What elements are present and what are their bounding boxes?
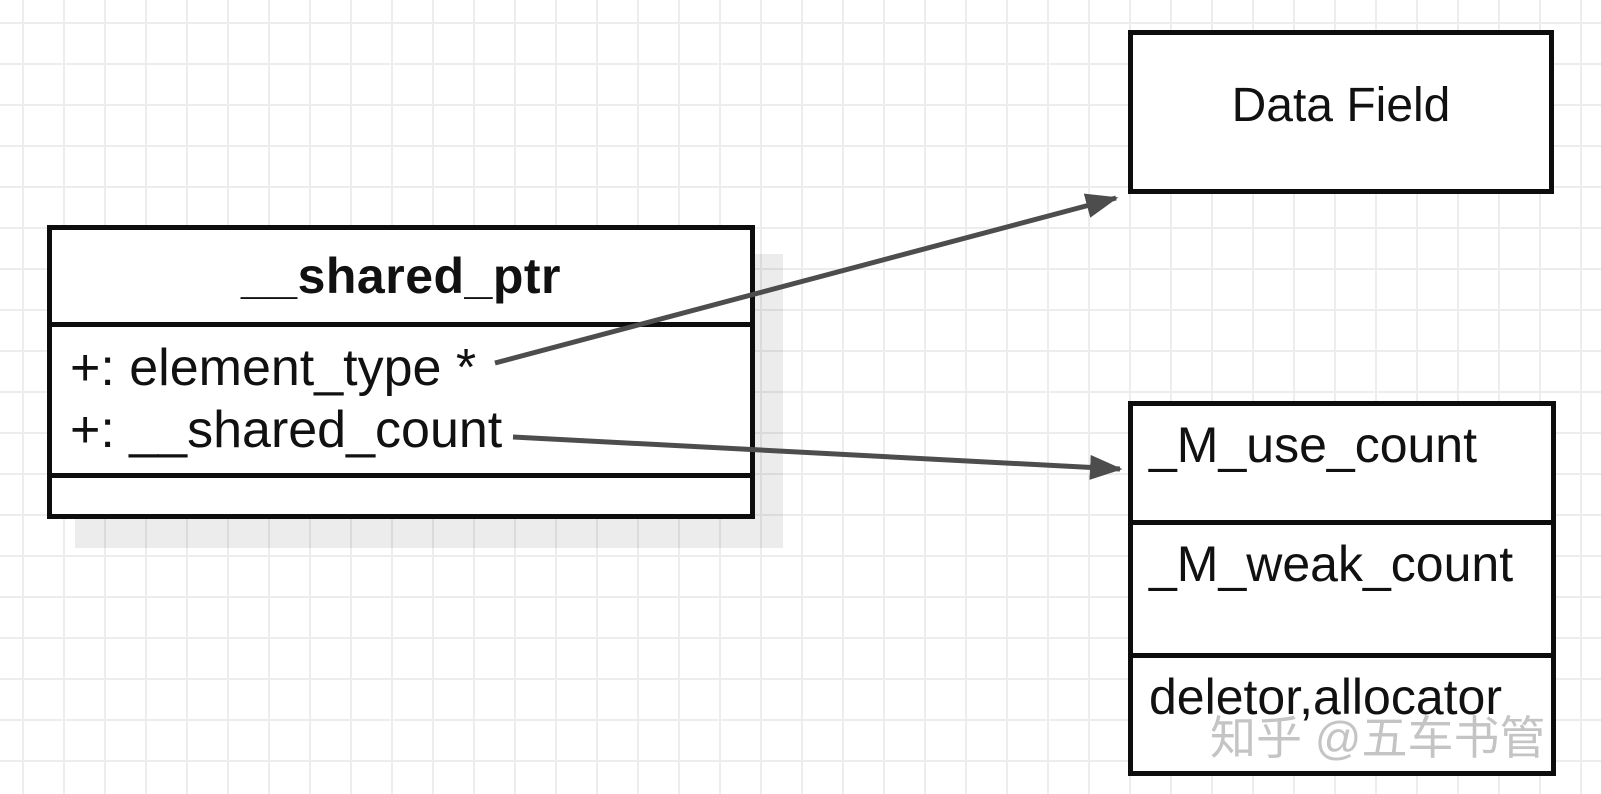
shared-ptr-methods-empty-section xyxy=(52,478,750,514)
use-count-label: _M_use_count xyxy=(1149,417,1478,473)
data-field-label: Data Field xyxy=(1231,78,1451,132)
control-block-cell-deletor-allocator: deletor,allocator xyxy=(1133,658,1551,771)
data-field-box: Data Field xyxy=(1128,30,1554,194)
member-shared-count: +: __shared_count xyxy=(70,401,503,459)
deletor-allocator-label: deletor,allocator xyxy=(1149,669,1503,725)
watermark: 知乎 @五车书管 xyxy=(1210,712,1546,764)
control-block-cell-weak-count: _M_weak_count xyxy=(1133,525,1551,658)
member-element-type-pointer: +: element_type * xyxy=(70,339,477,397)
shared-ptr-class-box: __shared_ptr +: element_type * +: __shar… xyxy=(47,225,755,519)
shared-ptr-members-section: +: element_type * +: __shared_count xyxy=(52,327,750,478)
control-block-box: _M_use_count _M_weak_count deletor,alloc… xyxy=(1128,401,1556,776)
control-block-cell-use-count: _M_use_count xyxy=(1133,406,1551,525)
weak-count-label: _M_weak_count xyxy=(1149,536,1514,592)
shared-ptr-class-title: __shared_ptr xyxy=(52,230,750,327)
